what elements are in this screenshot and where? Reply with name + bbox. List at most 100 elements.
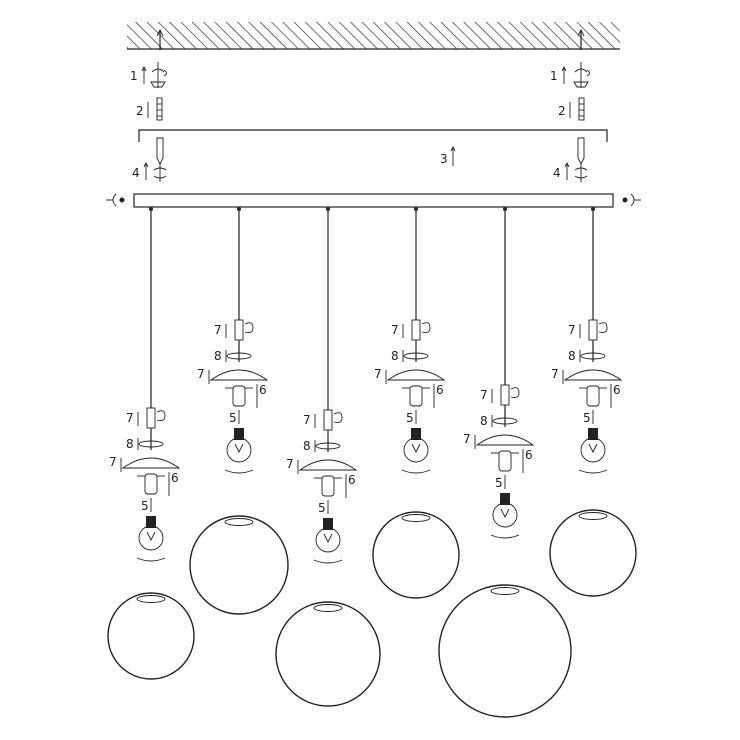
step-7-label: 7 (126, 411, 134, 425)
step-7-label: 7 (214, 323, 222, 337)
step-8-label: 8 (214, 349, 222, 363)
step-8-label: 8 (391, 349, 399, 363)
twist-arrow-icon (401, 469, 431, 474)
bulb-icon (138, 525, 164, 551)
screw-hook-icon (573, 62, 590, 88)
twist-arrow-icon (136, 557, 166, 562)
shade-icon (298, 459, 358, 471)
cord-grip-icon (234, 319, 244, 341)
globe-neck (578, 512, 608, 520)
shade-icon (563, 369, 623, 381)
globe-shade-medium (189, 515, 289, 615)
step-5-label: 5 (406, 411, 414, 425)
bulb-base (323, 518, 333, 530)
rotate-arrow-icon (333, 412, 343, 423)
rotate-arrow-icon (244, 322, 254, 333)
step-6-label: 6 (525, 448, 533, 462)
cord-grip-icon (411, 319, 421, 341)
cord-grip-icon (146, 407, 156, 429)
left-screw: 4 (132, 137, 167, 182)
socket-icon (321, 475, 335, 497)
step-5-label: 5 (495, 476, 503, 490)
step-1-label-left: 1 (130, 69, 138, 83)
bulb-icon (580, 437, 606, 463)
globe-neck (313, 604, 343, 612)
twist-arrow-icon (490, 534, 520, 539)
twist-arrow-icon (578, 469, 608, 474)
step-5-label: 5 (583, 411, 591, 425)
step-5-label: 5 (229, 411, 237, 425)
bulb-base (588, 428, 598, 440)
rotate-arrow-icon (510, 387, 520, 398)
step-5-label: 5 (318, 501, 326, 515)
screw-hook-icon (150, 62, 167, 88)
bulb-icon (226, 437, 252, 463)
bulb-icon (403, 437, 429, 463)
step-6-label: 6 (613, 383, 621, 397)
step-1-label-right: 1 (550, 69, 558, 83)
step-7-shade-label: 7 (109, 455, 117, 469)
shade-icon (209, 369, 269, 381)
cord-grip-icon (323, 409, 333, 431)
rotate-arrow-icon (156, 410, 166, 421)
step-6-label: 6 (436, 383, 444, 397)
right-screw: 4 (553, 137, 588, 182)
rotate-arrow-icon (598, 322, 608, 333)
mounting-bracket: 3 (138, 129, 608, 166)
globe-shade-large (438, 584, 572, 718)
bulb-base (146, 516, 156, 528)
globe-neck (224, 518, 254, 526)
washer-icon (315, 442, 341, 450)
socket-icon (498, 450, 512, 472)
canopy-bar (106, 193, 641, 208)
socket-icon (144, 473, 158, 495)
shade-icon (475, 434, 535, 446)
step-7-shade-label: 7 (551, 367, 559, 381)
bulb-icon (315, 527, 341, 553)
twist-arrow-icon (224, 469, 254, 474)
globe-shade-medium (275, 601, 381, 707)
washer-icon (580, 352, 606, 360)
end-cap-screw-right-icon (622, 193, 641, 207)
globe-shade-small (107, 592, 195, 680)
step-4-label-left: 4 (132, 166, 140, 180)
left-ceiling-fixing: 1 2 (130, 28, 167, 121)
step-8-label: 8 (568, 349, 576, 363)
washer-icon (403, 352, 429, 360)
twist-arrow-icon (313, 559, 343, 564)
socket-icon (409, 385, 423, 407)
bulb-base (411, 428, 421, 440)
socket-icon (586, 385, 600, 407)
washer-icon (138, 440, 164, 448)
step-2-label-left: 2 (136, 104, 144, 118)
step-5-label: 5 (141, 499, 149, 513)
washer-icon (492, 417, 518, 425)
globe-shade-small (549, 509, 637, 597)
cord-grip-icon (588, 319, 598, 341)
step-2-label-right: 2 (558, 104, 566, 118)
bulb-base (500, 493, 510, 505)
step-7-shade-label: 7 (463, 432, 471, 446)
step-6-label: 6 (171, 471, 179, 485)
socket-icon (232, 385, 246, 407)
step-8-label: 8 (303, 439, 311, 453)
shade-icon (121, 457, 181, 469)
step-6-label: 6 (259, 383, 267, 397)
step-7-shade-label: 7 (286, 457, 294, 471)
step-7-label: 7 (303, 413, 311, 427)
step-7-label: 7 (480, 388, 488, 402)
wall-plug-icon (156, 97, 163, 121)
globe-neck (401, 514, 431, 522)
cord-grip-icon (500, 384, 510, 406)
step-7-label: 7 (568, 323, 576, 337)
step-4-label-right: 4 (553, 166, 561, 180)
wall-plug-icon (578, 97, 585, 121)
step-6-label: 6 (348, 473, 356, 487)
